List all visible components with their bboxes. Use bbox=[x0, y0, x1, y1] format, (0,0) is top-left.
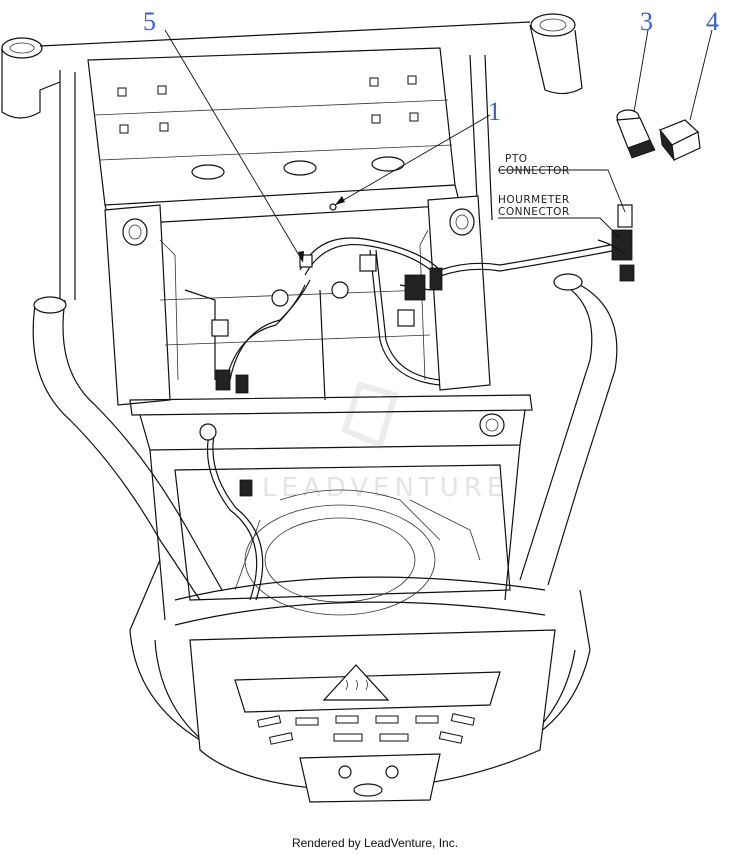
watermark: LEADVENTURE bbox=[262, 381, 508, 503]
callout-1: 1 bbox=[488, 97, 501, 126]
callout-3: 3 bbox=[640, 7, 653, 36]
leader-lines bbox=[164, 29, 713, 263]
part-1-fastener bbox=[329, 203, 337, 211]
footer-credit: Rendered by LeadVenture, Inc. bbox=[291, 836, 459, 850]
rear-tubes bbox=[1, 13, 583, 119]
wiring-diagram: LEADVENTURE bbox=[1, 7, 719, 803]
part-4-module bbox=[659, 119, 701, 162]
pto-label-line1: PTO bbox=[505, 153, 528, 165]
watermark-text: LEADVENTURE bbox=[262, 473, 508, 503]
side-brackets bbox=[104, 195, 491, 406]
footrest-plate bbox=[189, 629, 556, 803]
leader-arrowheads bbox=[298, 196, 345, 262]
hourmeter-label-line1: HOURMETER bbox=[498, 194, 570, 206]
part-3-switch bbox=[616, 109, 656, 159]
handlebar-tubes bbox=[32, 273, 618, 771]
callout-4: 4 bbox=[706, 7, 719, 36]
pto-label-line2: CONNECTOR bbox=[498, 165, 570, 177]
hourmeter-label-line2: CONNECTOR bbox=[498, 206, 570, 218]
deck-plate bbox=[87, 47, 461, 226]
wiring-harness bbox=[199, 204, 635, 601]
callout-5: 5 bbox=[143, 7, 156, 36]
frame-rails bbox=[59, 54, 493, 300]
